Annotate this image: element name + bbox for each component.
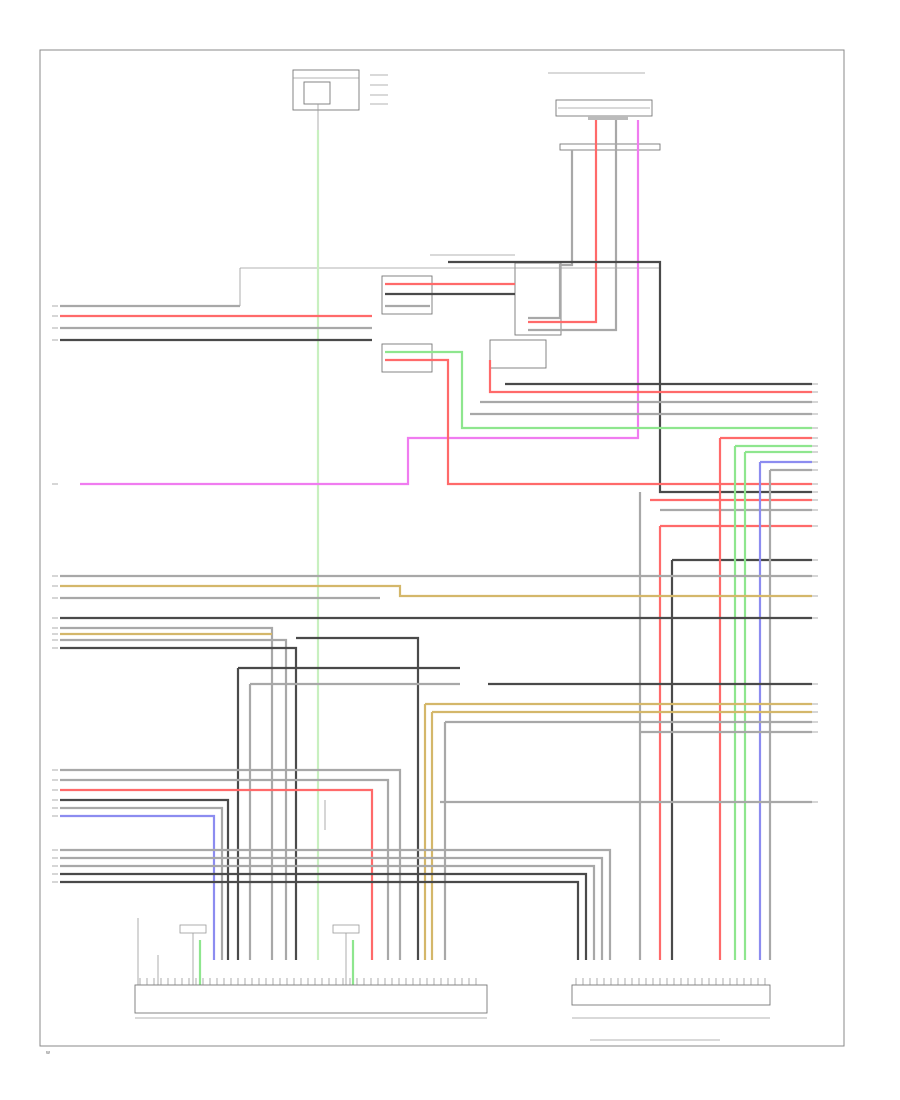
left-terminal-stubs (52, 305, 58, 883)
right-bundle (470, 360, 812, 960)
top-right-connector (548, 72, 661, 151)
wire-green-center-right (385, 350, 812, 430)
wire-magenta-tr (80, 120, 640, 486)
wire-black-right-vertical (448, 260, 812, 494)
wire-red-tr (528, 120, 598, 324)
middle-left-group (60, 574, 812, 960)
bottom-connectors (134, 984, 771, 1041)
ground-symbols (137, 800, 360, 985)
wire-red-center-right (385, 358, 812, 486)
lower-bundle (60, 848, 612, 960)
wire-gray-tr-2 (528, 120, 618, 332)
wire-gray-tr-1 (528, 150, 574, 320)
lower-left-group (60, 768, 402, 960)
diagram-frame (39, 49, 845, 1047)
right-verticals (638, 438, 772, 960)
right-terminal-stubs (812, 383, 818, 803)
top-center-component (292, 69, 388, 130)
left-top-bundle (60, 304, 372, 342)
page-code: W (46, 1050, 50, 1055)
connector-pins (139, 978, 766, 985)
center-lower-group (236, 666, 812, 960)
